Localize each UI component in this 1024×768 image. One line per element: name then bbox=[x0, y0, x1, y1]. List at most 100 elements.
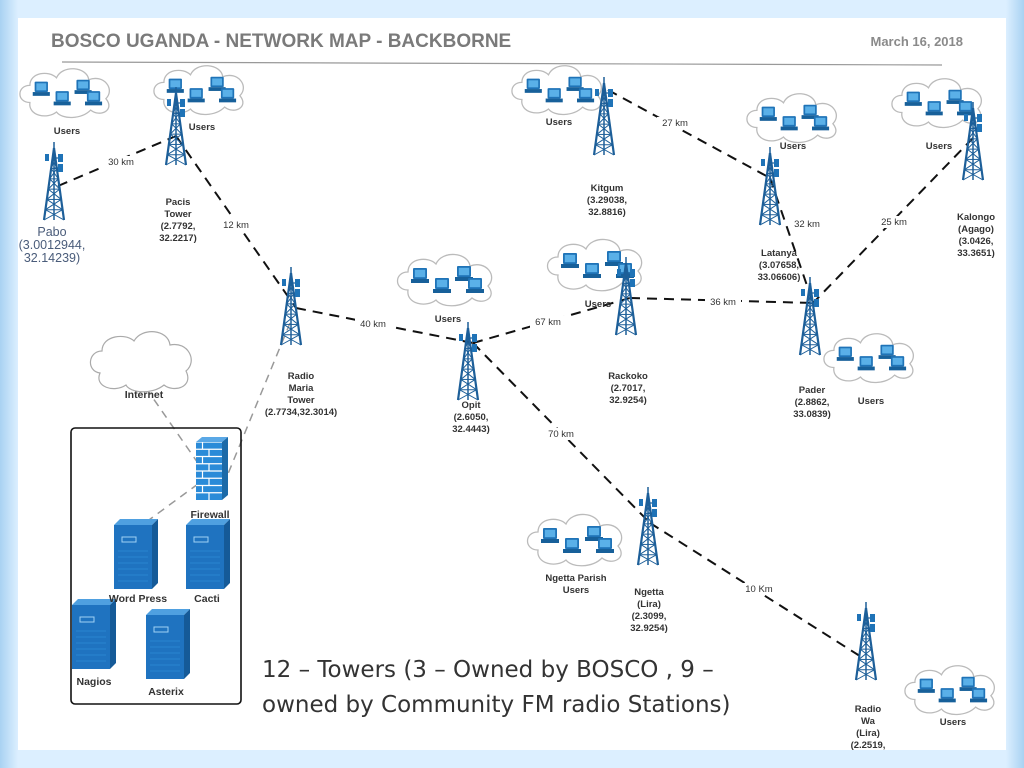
link-kitgum-latanya bbox=[607, 89, 771, 179]
tower-opit-label: Opit bbox=[462, 400, 482, 411]
tower-kalongo-label: (Agago) bbox=[958, 224, 994, 235]
tower-radio-wa-icon bbox=[854, 602, 878, 681]
users-cloud-label: Ngetta Parish bbox=[545, 573, 606, 584]
firewall-icon bbox=[196, 437, 228, 500]
slide: BOSCO UGANDA - NETWORK MAP - BACKBORNE M… bbox=[18, 18, 1006, 750]
tower-radio-maria-icon bbox=[279, 267, 303, 346]
server-room-box bbox=[70, 427, 242, 705]
tower-latanya-label: 33.06606) bbox=[758, 272, 801, 283]
server-asterix-icon bbox=[146, 609, 190, 679]
link-distance-label: 25 km bbox=[881, 217, 907, 228]
users-cloud-label: Users bbox=[563, 585, 589, 596]
tower-radio-maria-label: Maria bbox=[289, 383, 315, 394]
users-cloud-pabo-icon bbox=[19, 68, 111, 119]
date-label: March 16, 2018 bbox=[870, 34, 963, 49]
server-wordpress-icon bbox=[114, 519, 158, 589]
tower-radio-maria-label: Tower bbox=[287, 395, 315, 406]
page-title: BOSCO UGANDA - NETWORK MAP - BACKBORNE bbox=[51, 31, 511, 52]
tower-ngetta-label: Ngetta bbox=[634, 587, 664, 598]
link-distance-label: 27 km bbox=[662, 118, 688, 129]
tower-latanya-icon bbox=[758, 147, 782, 226]
link-distance-bg bbox=[705, 296, 741, 308]
users-cloud-ngetta-icon bbox=[526, 513, 623, 567]
users-cloud-label: Users bbox=[926, 141, 952, 152]
tower-opit-icon bbox=[456, 322, 480, 401]
link-radio-maria-firewall bbox=[215, 322, 291, 504]
users-cloud-latanya-icon bbox=[746, 93, 838, 144]
firewall-label: Firewall bbox=[190, 509, 229, 521]
tower-radio-maria-label: Radio bbox=[288, 371, 315, 382]
tower-kitgum-label: Kitgum bbox=[591, 183, 624, 194]
tower-radio-wa-label: Wa bbox=[861, 716, 876, 727]
tower-kalongo-label: 33.3651) bbox=[957, 248, 995, 259]
users-cloud-label: Users bbox=[858, 396, 884, 407]
tower-ngetta-label: (Lira) bbox=[637, 599, 661, 610]
users-cloud-label: Users bbox=[435, 314, 461, 325]
tower-pabo-label: (3.0012944, bbox=[19, 238, 86, 252]
internet-cloud-icon bbox=[89, 331, 192, 393]
tower-radio-maria-label: (2.7734,32.3014) bbox=[265, 407, 337, 418]
link-distance-label: 10 Km bbox=[745, 584, 773, 595]
tower-kitgum-label: 32.8816) bbox=[588, 207, 626, 218]
server-cacti-icon bbox=[186, 519, 230, 589]
internet-label: Internet bbox=[125, 389, 164, 401]
link-distance-label: 36 km bbox=[710, 297, 736, 308]
tower-pabo-icon bbox=[42, 142, 66, 221]
server-nagios-icon bbox=[72, 599, 116, 669]
link-distance-bg bbox=[103, 156, 139, 168]
users-cloud-label: Users bbox=[546, 117, 572, 128]
users-cloud-radio-wa-icon bbox=[904, 665, 996, 716]
server-cacti-label: Cacti bbox=[194, 593, 220, 605]
users-cloud-label: Users bbox=[940, 717, 966, 728]
link-kalongo-pader bbox=[812, 137, 974, 304]
tower-pacis-label: (2.7792, bbox=[161, 221, 196, 232]
tower-latanya-label: Latanya bbox=[761, 248, 798, 259]
tower-opit-label: (2.6050, bbox=[454, 412, 489, 423]
tower-radio-wa-label: (Lira) bbox=[856, 728, 880, 739]
server-nagios-label: Nagios bbox=[76, 676, 111, 688]
link-distance-label: 67 km bbox=[535, 317, 561, 328]
users-cloud-pader-icon bbox=[823, 333, 915, 384]
tower-kitgum-icon bbox=[592, 77, 616, 156]
tower-pader-label: Pader bbox=[799, 385, 826, 396]
users-cloud-pacis-icon bbox=[153, 65, 245, 116]
towers-layer bbox=[42, 77, 985, 681]
tower-ngetta-label: (2.3099, bbox=[632, 611, 667, 622]
link-distance-bg bbox=[876, 216, 912, 228]
link-distance-label: 70 km bbox=[548, 429, 574, 440]
tower-kitgum-label: (3.29038, bbox=[587, 195, 627, 206]
link-distance-bg bbox=[355, 318, 391, 330]
link-distance-bg bbox=[530, 316, 566, 328]
users-cloud-label: Users bbox=[54, 126, 80, 137]
link-distance-label: 30 km bbox=[108, 157, 134, 168]
users-cloud-label: Users bbox=[780, 141, 806, 152]
link-internet-firewall bbox=[145, 387, 201, 467]
server-asterix-label: Asterix bbox=[148, 686, 184, 698]
tower-ngetta-label: 32.9254) bbox=[630, 623, 668, 634]
link-pabo-pacis bbox=[57, 135, 177, 187]
link-distance-bg bbox=[789, 218, 825, 230]
tower-rackoko-icon bbox=[614, 257, 638, 336]
tower-pader-label: (2.8862, bbox=[795, 397, 830, 408]
network-diagram: BOSCO UGANDA - NETWORK MAP - BACKBORNE M… bbox=[19, 31, 996, 750]
tower-rackoko-label: (2.7017, bbox=[611, 383, 646, 394]
tower-pacis-label: Tower bbox=[164, 209, 192, 220]
tower-kalongo-label: Kalongo bbox=[957, 212, 995, 223]
link-distance-bg bbox=[657, 117, 693, 129]
users-cloud-opit-icon bbox=[396, 253, 493, 307]
server-wordpress-label: Word Press bbox=[109, 593, 167, 605]
link-distance-bg bbox=[218, 219, 254, 231]
link-distance-bg bbox=[741, 583, 777, 595]
users-cloud-label: Users bbox=[189, 122, 215, 133]
tower-opit-label: 32.4443) bbox=[452, 424, 490, 435]
header-divider bbox=[61, 61, 943, 66]
tower-kalongo-label: (3.0426, bbox=[959, 236, 994, 247]
towers-summary-line2: owned by Community FM radio Stations) bbox=[262, 692, 731, 718]
tower-pacis-label: Pacis bbox=[166, 197, 191, 208]
tower-kalongo-icon bbox=[961, 102, 985, 181]
towers-summary-line1: 12 – Towers (3 – Owned by BOSCO , 9 – bbox=[262, 657, 714, 683]
tower-rackoko-label: 32.9254) bbox=[609, 395, 647, 406]
tower-ngetta-icon bbox=[636, 487, 660, 566]
internal-network bbox=[70, 322, 291, 705]
link-distance-label: 40 km bbox=[360, 319, 386, 330]
